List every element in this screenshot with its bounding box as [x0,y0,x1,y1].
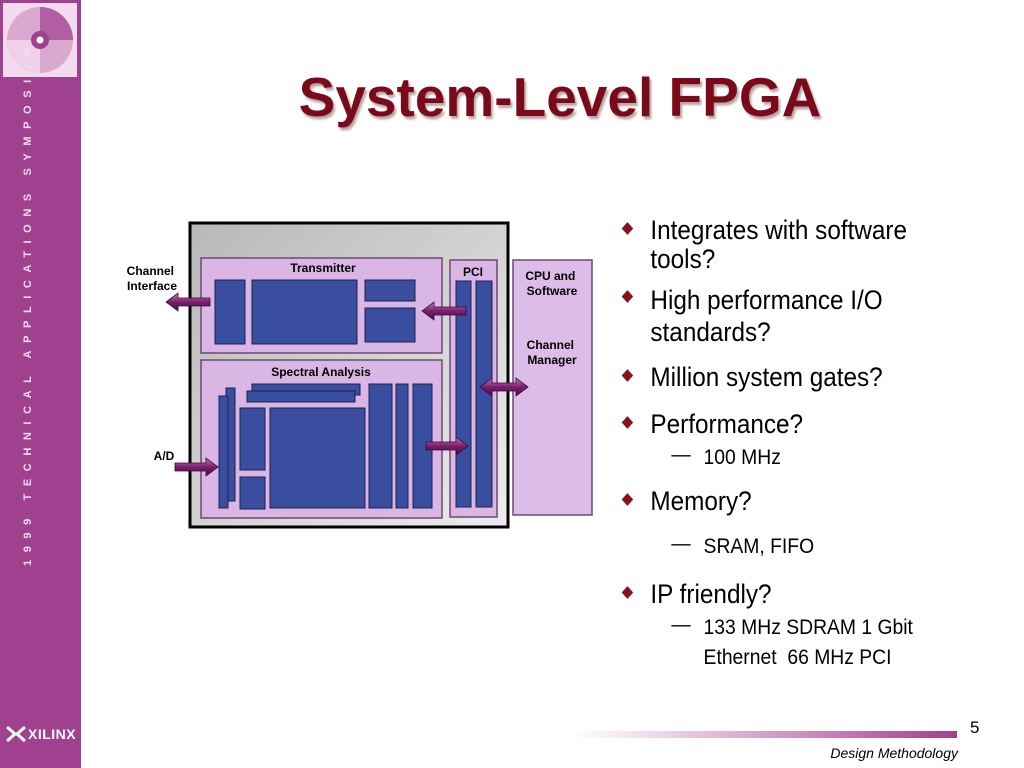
spectral-block [269,407,366,509]
spectral-block [239,407,266,471]
footer-caption: Design Methodology [830,745,958,761]
channel-interface-label-line: Channel [127,264,174,278]
bullet-item: Integrates with software tools? [618,216,992,274]
sub-bullet-item: — SRAM, FIFO [618,532,1024,562]
symposium-vertical-text: 1999 TECHNICAL APPLICATIONS SYMPOSIUM [22,39,34,566]
sidebar: 1999 TECHNICAL APPLICATIONS SYMPOSIUM XI… [0,0,81,768]
bullet-item: IP friendly? [618,580,992,609]
bullet-text: IP friendly? [650,579,772,609]
transmitter-block [214,279,246,345]
transmitter-block [364,279,416,302]
dash-bullet-icon: — [671,613,691,636]
pci-cpu-bidirectional-arrow [479,377,529,397]
spectral-to-pci-arrow [425,436,469,456]
channel-interface-arrow [165,292,211,312]
ad-label: A/D [154,449,175,463]
bullet-item: High performance I/O standards? [618,284,992,348]
cpu-software-label-line: CPU and [525,269,575,283]
fpga-block-diagram: Transmitter Spectral Analysis PCI CPU an… [127,221,593,529]
dash-bullet-icon: — [671,532,691,555]
bullet-text: standards? [650,317,771,347]
spectral-block [368,383,393,509]
channel-manager-label-line: Channel [527,338,574,352]
cpu-software-label: CPU and Software [525,269,578,298]
sub-bullet-text: Ethernet 66 MHz PCI [703,646,892,669]
transmitter-label: Transmitter [290,261,356,275]
bullet-text: Million system gates? [650,362,883,392]
xilinx-mark-icon [6,726,26,742]
diamond-bullet-icon [621,586,634,599]
bullet-text: High performance I/O [650,285,883,315]
bullet-text: tools? [650,244,716,274]
bullet-text: Integrates with software [650,215,908,245]
sub-bullet-item: — 100 MHz [618,443,1024,473]
channel-interface-label: Channel Interface [127,264,178,293]
sub-bullet-item: — 133 MHz SDRAM 1 Gbit Ethernet 66 MHz P… [618,613,1024,673]
diamond-bullet-icon [621,369,634,382]
brand-name: XILINX [28,726,77,742]
sub-bullet-text: SRAM, FIFO [703,535,815,558]
bullet-list: Integrates with software tools? High per… [618,216,978,673]
diamond-bullet-icon [621,290,634,303]
disc-logo-icon [3,3,77,77]
page-number: 5 [970,718,980,737]
dash-bullet-icon: — [671,443,691,466]
sub-bullet-text: 100 MHz [703,446,781,469]
channel-manager-label: Channel Manager [527,338,578,367]
spectral-block [246,390,356,403]
footer-gradient-rule [573,731,957,738]
bullet-item: Million system gates? [618,363,992,392]
ad-input-arrow [174,457,219,477]
channel-manager-label-line: Manager [527,353,577,367]
bullet-text: Performance? [650,409,804,439]
diamond-bullet-icon [621,222,634,235]
cpu-software-label-line: Software [527,284,578,298]
bullet-item: Memory? [618,487,992,516]
bullet-item: Performance? [618,410,992,439]
spectral-block [395,383,409,509]
transmitter-block [251,279,358,345]
channel-interface-label-line: Interface [127,279,177,293]
xilinx-logo: XILINX [6,726,76,742]
diamond-bullet-icon [621,493,634,506]
slide-title: System-Level FPGA [298,66,822,128]
transmitter-block [364,307,416,343]
sub-bullet-text: 133 MHz SDRAM 1 Gbit [703,616,913,639]
bullet-text: Memory? [650,486,752,516]
pci-to-transmitter-arrow [421,301,467,321]
diamond-bullet-icon [621,416,634,429]
spectral-analysis-label: Spectral Analysis [271,365,371,379]
spectral-block [239,476,266,510]
pci-label: PCI [463,265,483,279]
spectral-block [218,395,229,509]
